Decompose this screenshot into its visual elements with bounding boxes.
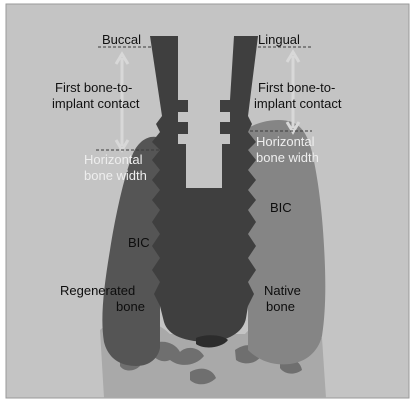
right-horizontal-bone-width-line1: Horizontal — [256, 134, 315, 149]
native-bone-label-line2: bone — [266, 299, 295, 314]
right-bic-label: BIC — [270, 200, 292, 215]
right-first-bic-label-line1: First bone-to- — [258, 80, 335, 95]
right-horizontal-bone-width-line2: bone width — [256, 150, 319, 165]
left-first-bic-label-line1: First bone-to- — [55, 80, 132, 95]
right-first-bic-label-line2: implant contact — [254, 96, 342, 111]
regenerated-bone-label-line2: bone — [116, 299, 145, 314]
left-bic-label: BIC — [128, 235, 150, 250]
left-first-bic-label-line2: implant contact — [52, 96, 140, 111]
left-horizontal-bone-width-line2: bone width — [84, 168, 147, 183]
regenerated-bone-label-line1: Regenerated — [60, 283, 135, 298]
buccal-label: Buccal — [102, 32, 141, 47]
native-bone-label-line1: Native — [264, 283, 301, 298]
lingual-label: Lingual — [258, 32, 300, 47]
left-horizontal-bone-width-line1: Horizontal — [84, 152, 143, 167]
